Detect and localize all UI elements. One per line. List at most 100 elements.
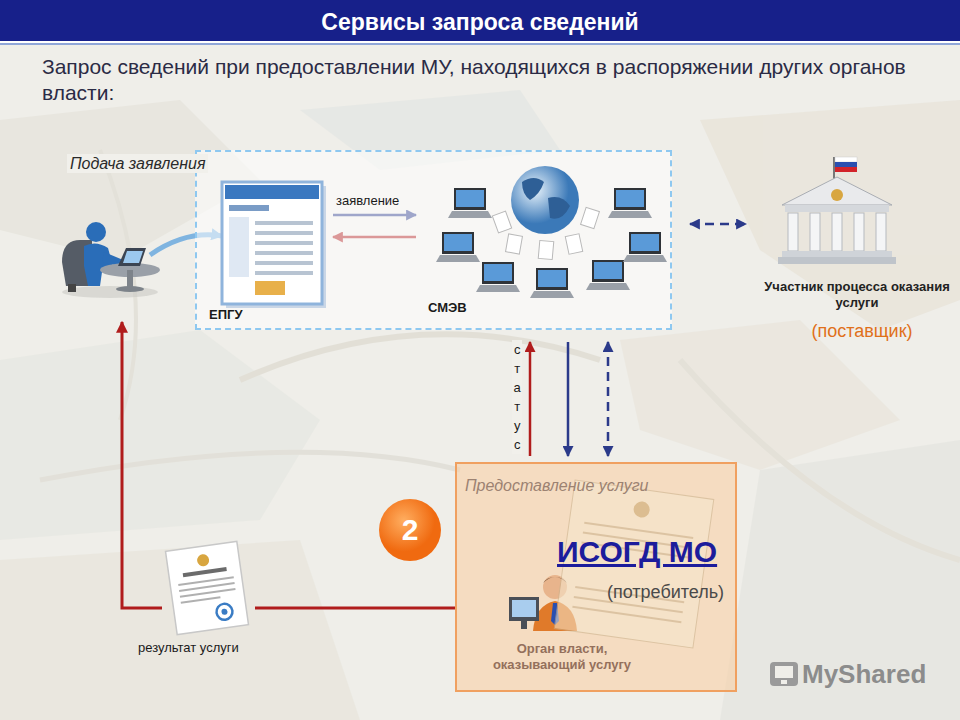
network-icon: [448, 188, 492, 218]
map-background: [40, 452, 460, 480]
network-icon: [538, 270, 566, 287]
network-icon: [442, 232, 474, 254]
network-icon: [482, 262, 514, 284]
connector-arrow: [690, 223, 746, 226]
network-icon: [448, 211, 492, 218]
authority-node-text: Орган власти, оказывающий услугу: [477, 641, 647, 672]
building-icon: [788, 213, 798, 251]
certificate-icon: [166, 541, 249, 634]
result-line: [122, 322, 162, 608]
network-icon: [476, 262, 520, 292]
map-background: [0, 330, 320, 540]
building-icon: [785, 205, 889, 212]
result-line: [255, 607, 455, 610]
network-icon: [506, 234, 523, 254]
portal-icon: [225, 185, 319, 199]
map-background: [0, 43, 960, 45]
building-icon: [778, 257, 896, 264]
portal-icon: [222, 182, 322, 304]
map-background: [240, 334, 600, 380]
certificate-icon: [166, 541, 249, 634]
map-background: [100, 150, 136, 420]
network-icon: [586, 260, 630, 290]
watermark-icon: [770, 662, 798, 686]
connector-arrow: [529, 342, 532, 456]
network-icon: [476, 285, 520, 292]
service-box-text: Предоставление услуги: [465, 476, 648, 495]
building-icon: [810, 213, 820, 251]
network-icon: [436, 232, 480, 262]
user-figure: [86, 222, 106, 242]
network-icon: [565, 234, 582, 255]
user-figure: [127, 270, 133, 288]
dashed-region: ЕПГУСМЭВПодача заявления: [195, 150, 672, 330]
document-backdrop: [633, 500, 651, 518]
network-icon: [608, 188, 652, 218]
provider-node-text: Участник процесса оказания услуги: [762, 279, 952, 310]
map-background: [0, 90, 960, 720]
certificate-icon: [181, 596, 221, 604]
official-icon: [512, 600, 536, 617]
certificate-icon: [215, 603, 233, 621]
network-icon: [536, 268, 568, 290]
network-icon: [623, 255, 667, 262]
portal-icon: [255, 241, 313, 245]
official-icon: [521, 621, 527, 629]
watermark: MyShared: [802, 659, 926, 690]
certificate-icon: [221, 608, 228, 615]
portal-icon: [255, 231, 313, 235]
edge-label: статус: [512, 340, 522, 454]
building-icon: [854, 213, 864, 251]
connector-arrow: [607, 342, 610, 456]
watermark-icon: [770, 662, 798, 686]
network-icon: [581, 207, 600, 228]
network-icon: [492, 211, 511, 233]
map-background: [700, 100, 960, 330]
subtitle: Запрос сведений при предоставлении МУ, н…: [42, 54, 942, 107]
service-box-text: ИСОГД МО: [557, 534, 717, 570]
building-icon: [762, 155, 952, 347]
service-box-text: (потребитель): [607, 582, 724, 604]
provider-node: Участник процесса оказания услуги(постав…: [762, 155, 958, 349]
network-icon: [623, 232, 667, 262]
network-icon: [444, 234, 472, 251]
portal-node: ЕПГУ: [207, 177, 327, 329]
network-node-text: СМЭВ: [428, 300, 467, 316]
official-icon: [509, 597, 539, 621]
network-icon: [629, 232, 661, 254]
callout-circle-shape: [379, 499, 441, 561]
network-icon: [586, 283, 630, 290]
result-label: результат услуги: [138, 640, 239, 656]
network-icon: [592, 260, 624, 282]
service-box: Орган власти, оказывающий услугу Предоста…: [455, 462, 737, 692]
portal-icon: [229, 217, 249, 277]
network-icon: [522, 178, 544, 200]
user-figure: [116, 286, 144, 292]
user-figure: [62, 222, 160, 298]
user-figure: [118, 248, 146, 266]
watermark-icon: [775, 666, 793, 678]
building-icon: [831, 189, 843, 201]
network-icon: [422, 160, 667, 320]
map-background: [620, 320, 900, 470]
network-icon: [631, 234, 659, 251]
network-icon: [530, 268, 574, 298]
network-icon: [456, 190, 484, 207]
network-node: СМЭВ: [422, 160, 667, 322]
portal-icon: [255, 271, 313, 275]
connector-arrow: [567, 342, 570, 456]
building-icon: [832, 213, 842, 251]
building-icon: [782, 177, 892, 205]
portal-icon: [207, 177, 327, 327]
network-icon: [484, 264, 512, 281]
callout-circle: 2: [378, 498, 442, 562]
building-icon: [782, 251, 892, 257]
user-figure: [84, 243, 114, 286]
portal-icon: [255, 251, 313, 255]
document-backdrop: [572, 606, 681, 623]
building-icon: [835, 167, 857, 172]
callout-circle-text: 2: [378, 498, 442, 562]
network-icon: [594, 262, 622, 279]
